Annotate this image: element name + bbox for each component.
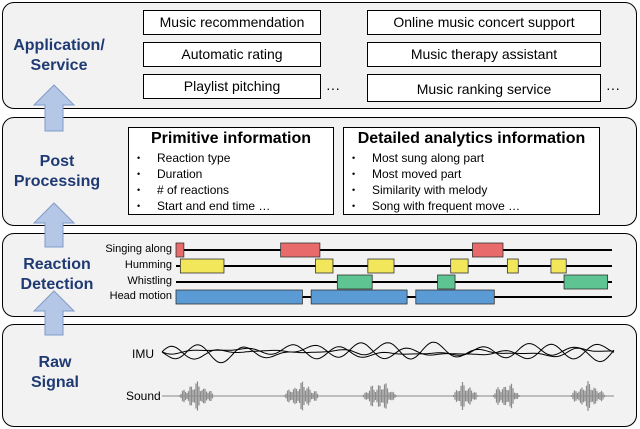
primitive-info-box: Primitive information Reaction type Dura… bbox=[128, 127, 334, 215]
application-label-line1: Application/ bbox=[13, 37, 105, 54]
service-right-ellipsis: ··· bbox=[606, 80, 620, 96]
application-label-line2: Service bbox=[30, 57, 88, 74]
post-processing-layer-label: Post Processing bbox=[2, 152, 112, 192]
reaction-segment bbox=[450, 258, 469, 274]
arrow-up-icon bbox=[32, 202, 76, 248]
reaction-segment bbox=[367, 258, 395, 274]
primitive-info-title: Primitive information bbox=[150, 130, 312, 147]
list-item: Most sung along part bbox=[352, 150, 599, 166]
service-online-concert: Online music concert support bbox=[367, 10, 601, 35]
post-label-line1: Post bbox=[39, 153, 75, 170]
service-music-therapy: Music therapy assistant bbox=[367, 42, 601, 67]
reaction-segment bbox=[336, 274, 373, 290]
detailed-info-list: Most sung along part Most moved part Sim… bbox=[344, 150, 599, 214]
imu-waveform bbox=[161, 343, 615, 360]
service-left-ellipsis: ··· bbox=[326, 80, 340, 96]
raw-label-line1: Raw bbox=[38, 354, 72, 371]
reaction-segment bbox=[563, 274, 609, 290]
reaction-label-line1: Reaction bbox=[23, 256, 91, 273]
service-playlist-pitching: Playlist pitching bbox=[143, 74, 321, 99]
track-label-humming: Humming bbox=[124, 259, 172, 271]
track-label-head-motion: Head motion bbox=[109, 290, 172, 302]
reaction-segment bbox=[310, 289, 408, 305]
list-item: Similarity with melody bbox=[352, 182, 599, 198]
service-automatic-rating: Automatic rating bbox=[143, 42, 321, 67]
reaction-segment bbox=[280, 242, 321, 258]
list-item: Duration bbox=[137, 166, 333, 182]
track-label-singing: Singing along bbox=[105, 243, 172, 255]
reaction-segment bbox=[175, 289, 303, 305]
reaction-segment bbox=[175, 242, 185, 258]
sound-waveform bbox=[178, 381, 606, 411]
reaction-segment bbox=[506, 258, 519, 274]
reaction-segment bbox=[472, 242, 504, 258]
reaction-segment bbox=[415, 289, 495, 305]
service-music-recommendation: Music recommendation bbox=[143, 10, 321, 35]
service-music-ranking: Music ranking service bbox=[367, 74, 601, 102]
list-item: Reaction type bbox=[137, 150, 333, 166]
reaction-segment bbox=[179, 258, 225, 274]
track-label-whistling: Whistling bbox=[127, 275, 172, 287]
reaction-segment bbox=[315, 258, 334, 274]
reaction-label-line2: Detection bbox=[20, 276, 94, 293]
sound-label: Sound bbox=[126, 389, 161, 403]
reaction-detection-layer-label: Reaction Detection bbox=[2, 255, 112, 295]
detailed-info-box: Detailed analytics information Most sung… bbox=[343, 127, 600, 215]
raw-signal-layer bbox=[2, 324, 637, 427]
primitive-info-list: Reaction type Duration # of reactions St… bbox=[129, 150, 333, 214]
reaction-segment bbox=[550, 258, 567, 274]
post-label-line2: Processing bbox=[13, 173, 101, 190]
list-item: Song with frequent move … bbox=[352, 198, 599, 214]
raw-signal-layer-label: Raw Signal bbox=[0, 353, 110, 393]
imu-label: IMU bbox=[132, 347, 154, 361]
arrow-up-icon bbox=[32, 290, 76, 336]
imu-waveform bbox=[161, 342, 615, 360]
list-item: # of reactions bbox=[137, 182, 333, 198]
arrow-up-icon bbox=[32, 84, 76, 132]
application-layer-label: Application/ Service bbox=[4, 36, 114, 76]
reaction-segment bbox=[437, 274, 456, 290]
detailed-info-title: Detailed analytics information bbox=[357, 130, 586, 147]
list-item: Start and end time … bbox=[137, 198, 333, 214]
list-item: Most moved part bbox=[352, 166, 599, 182]
raw-label-line2: Signal bbox=[30, 374, 79, 391]
